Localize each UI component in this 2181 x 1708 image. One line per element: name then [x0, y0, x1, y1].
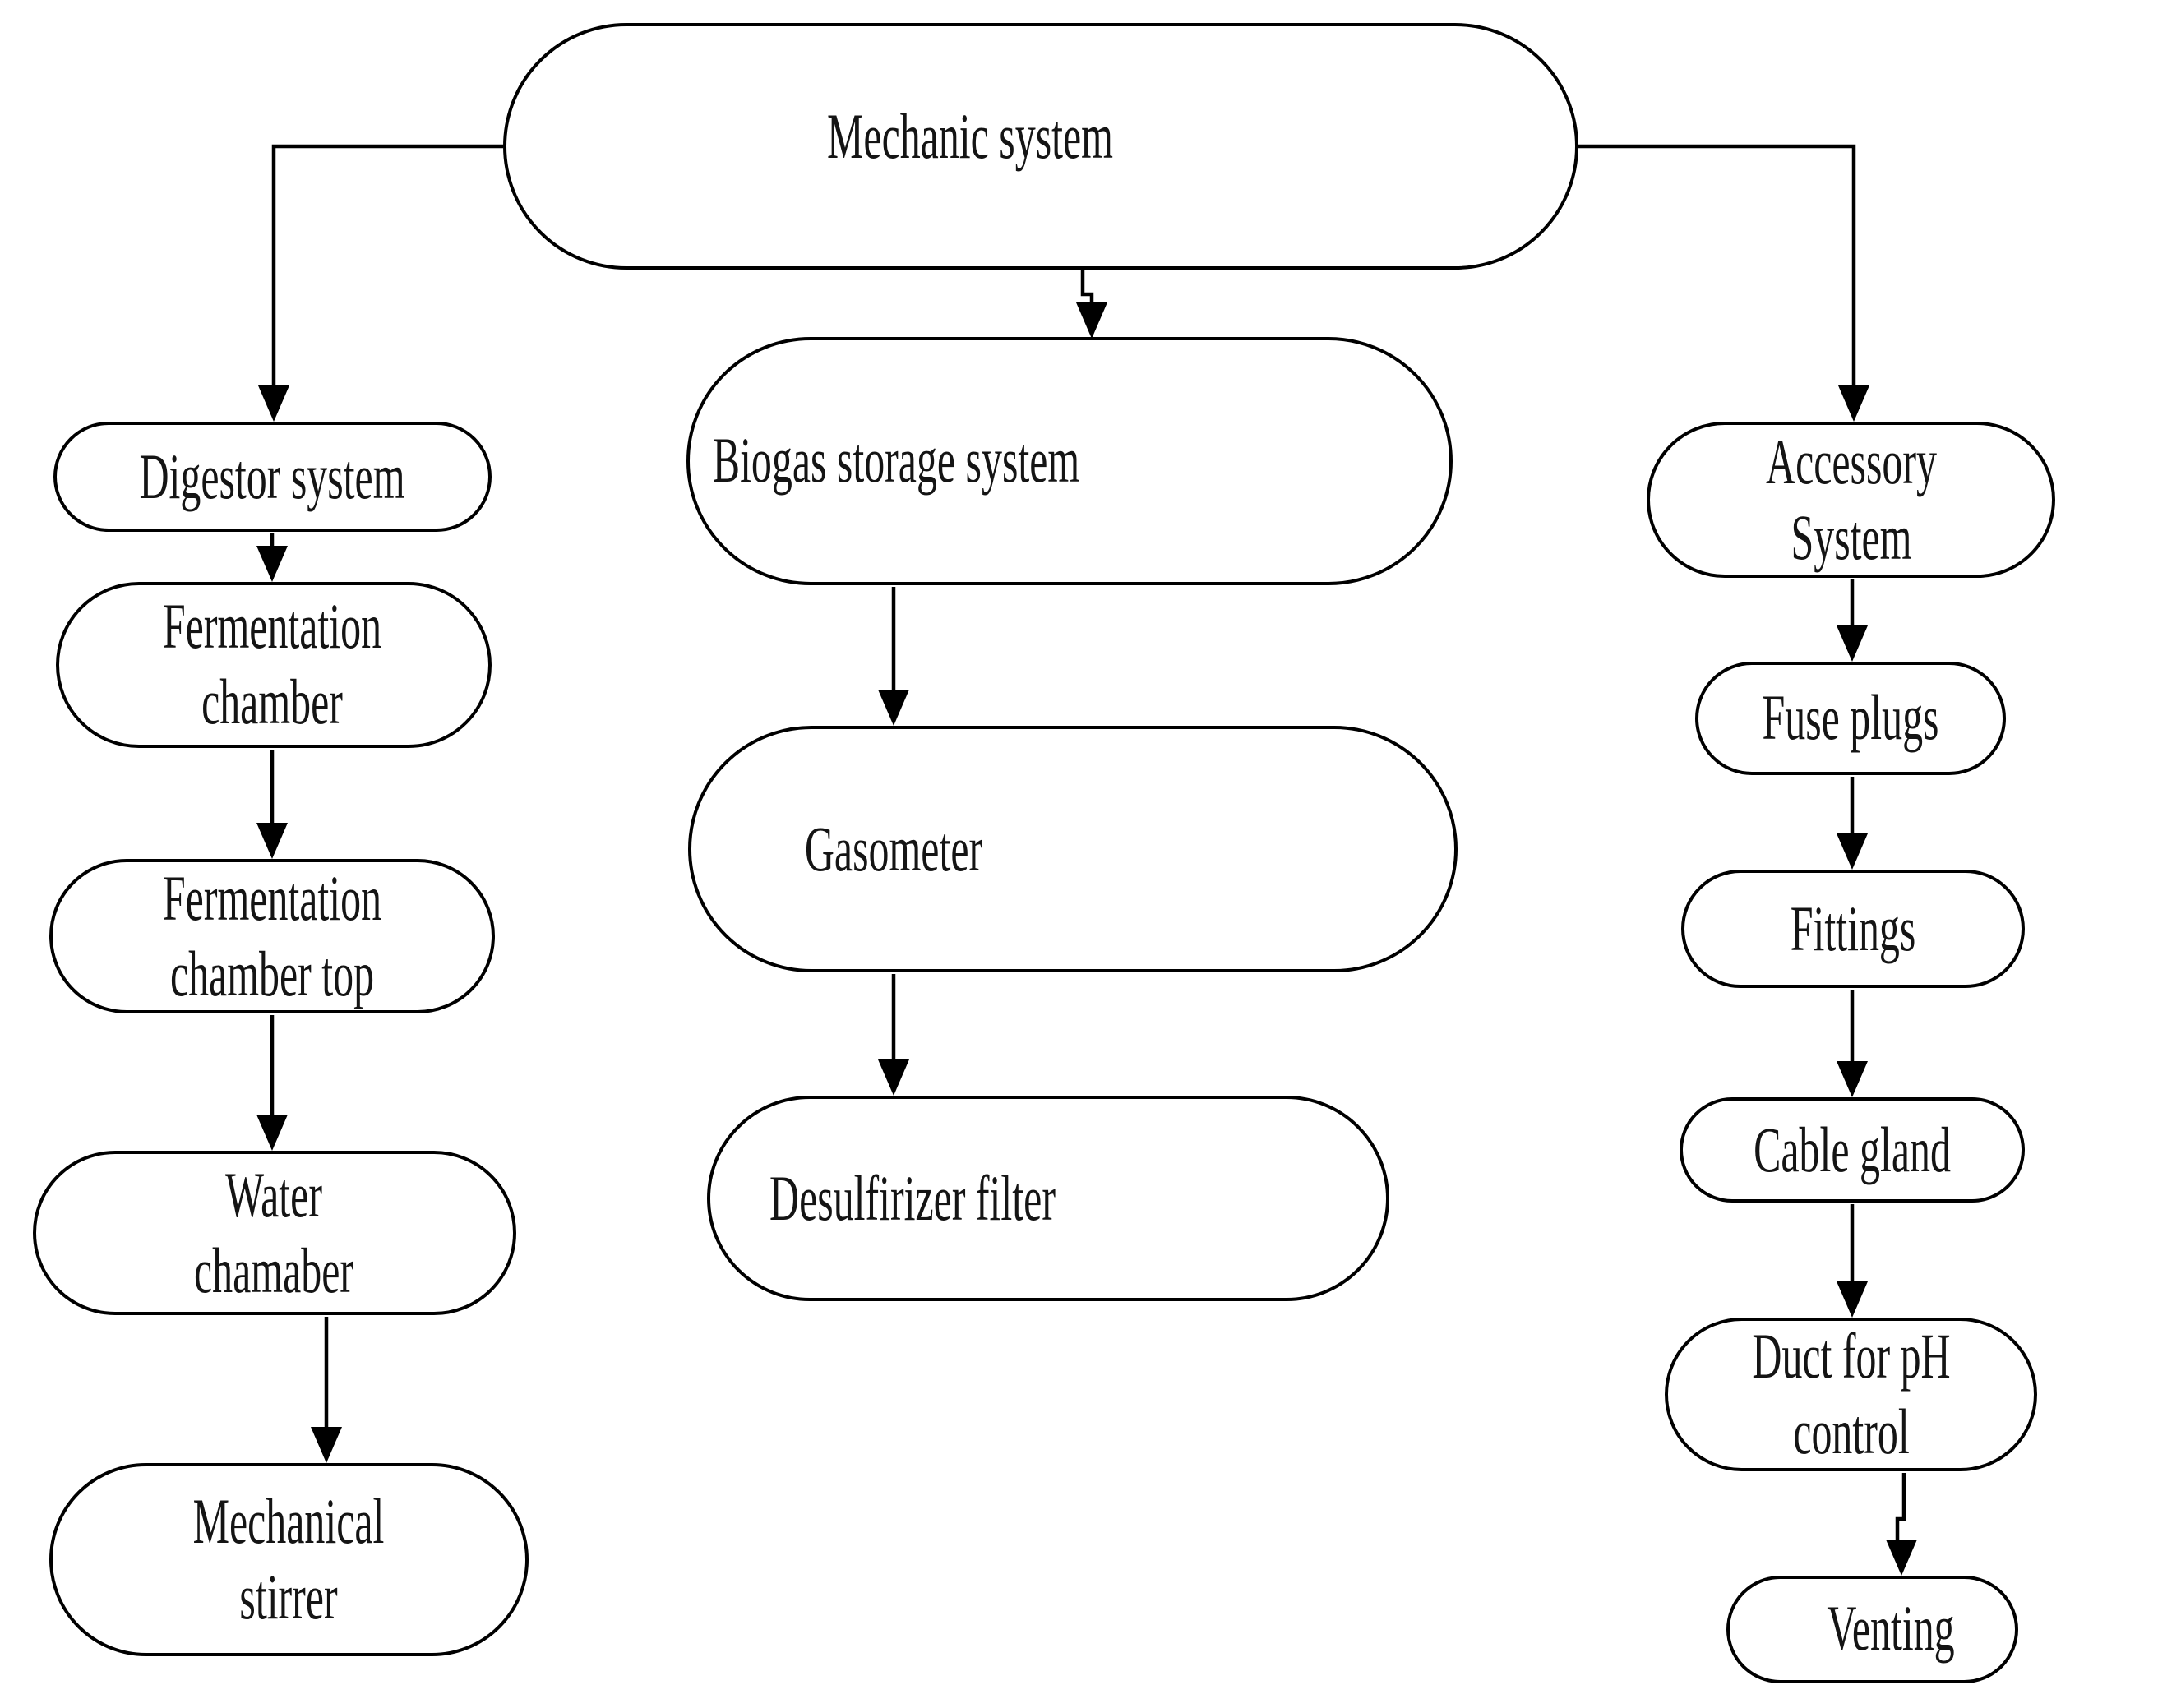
label-cable-gland: Cable gland	[1754, 1114, 1951, 1185]
edge-mechanic-biogas	[1076, 270, 1107, 339]
arrowhead-down-icon	[878, 690, 909, 726]
node-fermentation-chamber-top	[49, 859, 495, 1013]
edge-water-stirrer	[311, 1317, 342, 1463]
edge-duct-venting	[1886, 1473, 1917, 1576]
arrowhead-down-icon	[256, 1115, 288, 1151]
label-desulfirizer-filter: Desulfirizer filter	[769, 1162, 1056, 1234]
node-desulfirizer-filter	[707, 1096, 1389, 1301]
arrowhead-down-icon	[1076, 302, 1107, 339]
node-fittings	[1681, 870, 2025, 988]
arrowhead-down-icon	[1837, 1281, 1868, 1318]
edge-fittings-cable	[1837, 990, 1868, 1097]
node-accessory-system	[1647, 422, 2055, 578]
node-venting	[1726, 1576, 2018, 1683]
label-accessory-system: Accessory System	[1766, 426, 1937, 573]
label-duct-for-ph-control: Duct for pH control	[1752, 1320, 1951, 1467]
edge-fermtop-water	[256, 1015, 288, 1151]
edge-fermchamber-fermtop	[256, 750, 288, 859]
arrowhead-down-icon	[256, 823, 288, 859]
label-venting: Venting	[1827, 1592, 1955, 1664]
node-duct-for-ph-control	[1665, 1318, 2037, 1471]
label-water-chamaber: Water chamaber	[193, 1159, 354, 1306]
edge-mechanic-accessory	[1578, 144, 1869, 422]
label-gasometer: Gasometer	[804, 813, 983, 884]
arrowhead-down-icon	[878, 1059, 909, 1096]
node-fuse-plugs	[1695, 662, 2006, 775]
arrowhead-down-icon	[1838, 385, 1869, 422]
node-mechanical-stirrer	[49, 1463, 529, 1656]
label-fermentation-chamber: Fermentation chamber	[162, 590, 382, 737]
node-biogas-storage-system	[686, 337, 1453, 585]
node-digestor-system	[53, 422, 492, 532]
edge-accessory-fuse	[1837, 579, 1868, 662]
arrowhead-down-icon	[258, 385, 289, 422]
label-fuse-plugs: Fuse plugs	[1762, 681, 1939, 753]
node-gasometer	[688, 726, 1458, 972]
node-cable-gland	[1680, 1097, 2025, 1203]
arrowhead-down-icon	[311, 1427, 342, 1463]
edge-mechanic-digestor	[258, 144, 503, 422]
label-mechanic-system: Mechanic system	[827, 100, 1113, 172]
node-fermentation-chamber	[56, 582, 492, 748]
label-mechanical-stirrer: Mechanical stirrer	[192, 1485, 385, 1632]
arrowhead-down-icon	[1837, 1061, 1868, 1097]
edge-fuse-fittings	[1837, 777, 1868, 870]
label-fittings: Fittings	[1790, 893, 1916, 964]
edge-cable-duct	[1837, 1204, 1868, 1318]
arrowhead-down-icon	[1886, 1540, 1917, 1576]
arrowhead-down-icon	[1837, 833, 1868, 870]
arrowhead-down-icon	[256, 546, 288, 582]
node-mechanic-system	[503, 23, 1578, 270]
label-fermentation-chamber-top: Fermentation chamber top	[162, 862, 382, 1009]
edge-digestor-fermchamber	[256, 533, 288, 582]
label-digestor-system: Digestor system	[139, 441, 405, 512]
edge-gasometer-desulf	[878, 974, 909, 1096]
edge-biogas-gasometer	[878, 587, 909, 726]
arrowhead-down-icon	[1837, 625, 1868, 662]
node-water-chamaber	[33, 1151, 516, 1315]
label-biogas-storage-system: Biogas storage system	[712, 424, 1080, 496]
